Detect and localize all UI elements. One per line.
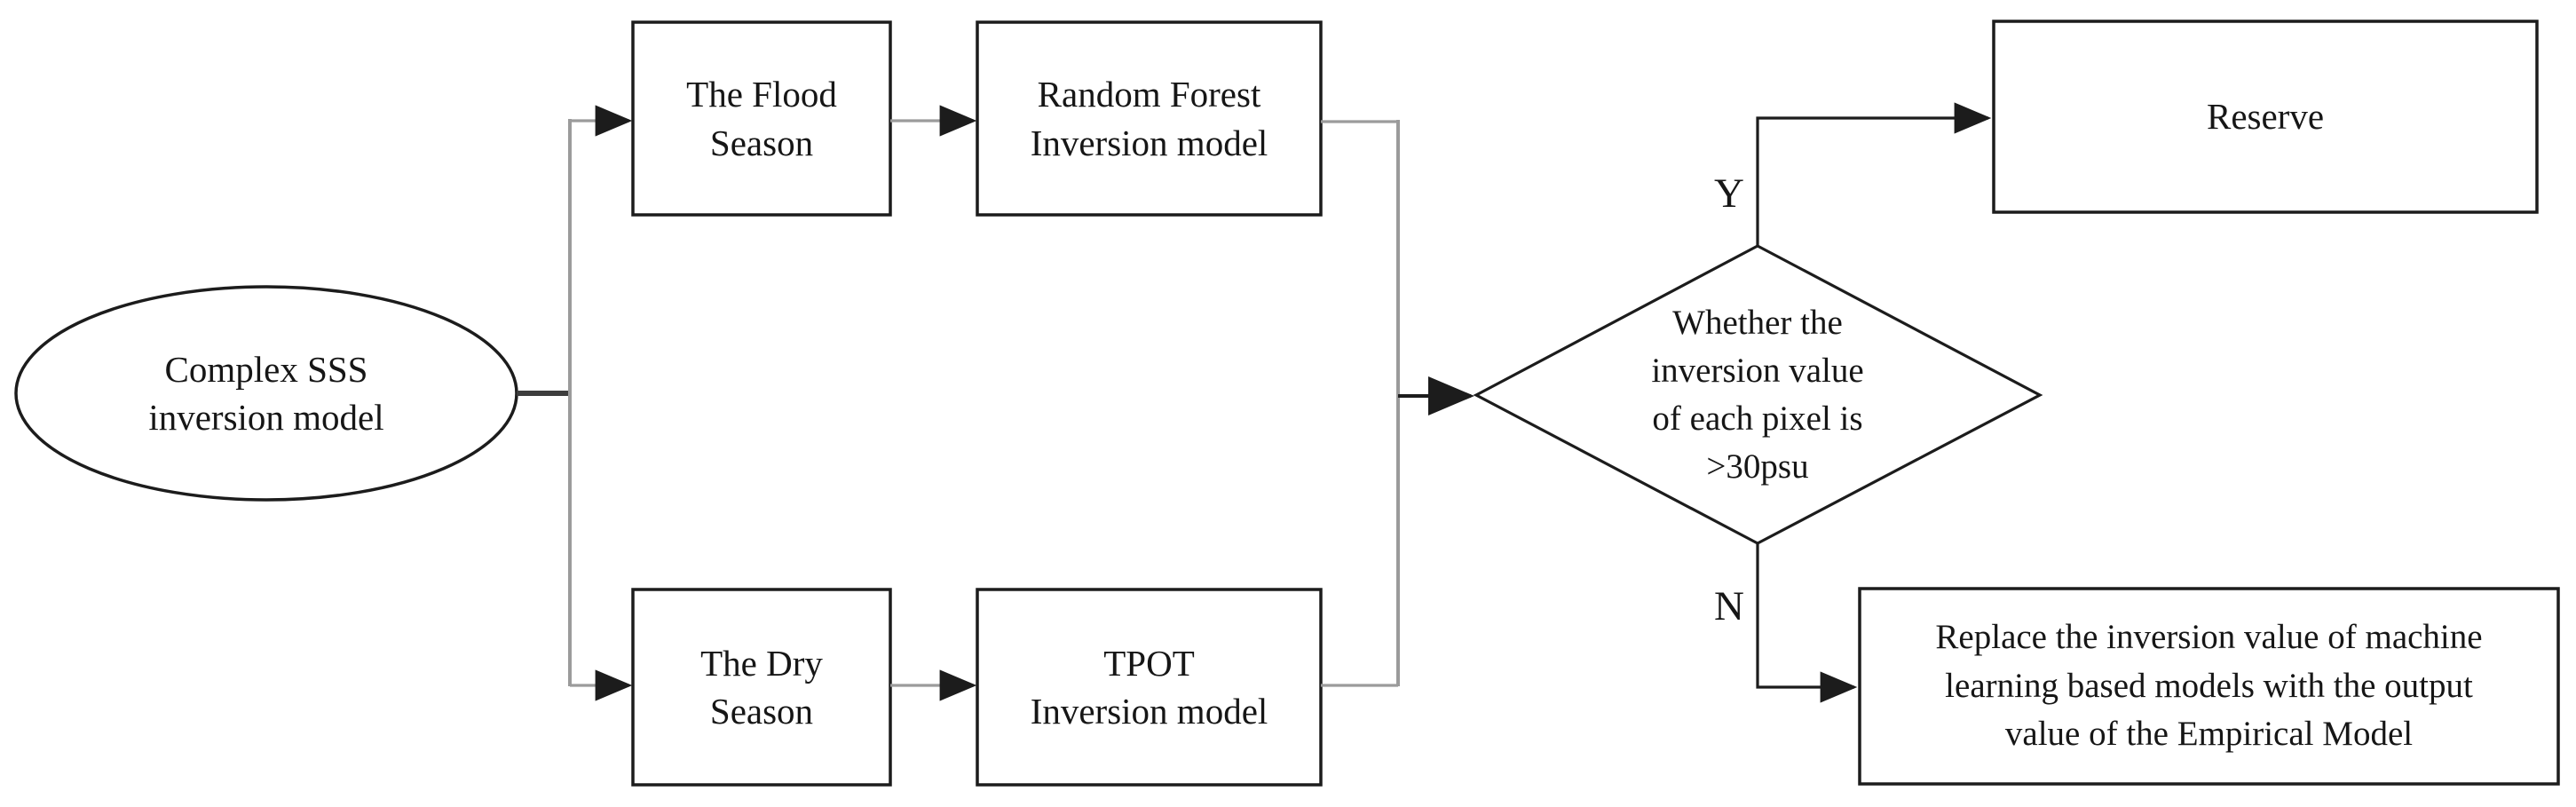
arrow-decision-yes (1756, 102, 1992, 246)
dry-season-box (631, 588, 892, 787)
rf-model-label: Random Forest Inversion model (1030, 74, 1268, 163)
flood-season-box (631, 20, 892, 217)
flood-season-label: The Flood Season (686, 74, 837, 163)
start-label: Complex SSS inversion model (148, 348, 384, 438)
yes-branch-label: Y (1714, 170, 1744, 217)
no-branch-label: N (1714, 582, 1744, 629)
replace-label: Replace the inversion value of machine l… (1935, 618, 2483, 754)
arrow-decision-no (1756, 543, 1858, 703)
tpot-model-box (976, 588, 1323, 787)
dry-season-label: The Dry Season (700, 642, 823, 732)
reserve-box (1992, 20, 2539, 214)
reserve-label: Reserve (2206, 96, 2325, 138)
decision-label: Whether the inversion value of each pixe… (1651, 304, 1864, 486)
decision-diamond (1473, 244, 2043, 545)
replace-box (1858, 587, 2560, 786)
rf-model-box (976, 20, 1323, 217)
tpot-model-label: TPOT Inversion model (1030, 642, 1268, 732)
